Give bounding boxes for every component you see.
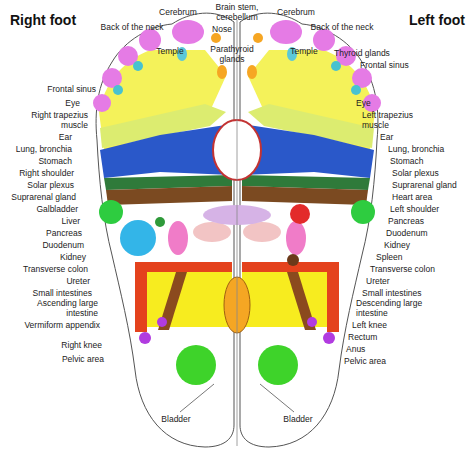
region-label: Lung, bronchia [388,144,468,154]
region-label: Bladder [273,414,323,424]
region-label: Pancreas [2,228,82,238]
region-label: Eye [356,98,416,108]
region-label: Duodenum [386,228,466,238]
region-label: Pelvic area [24,354,104,364]
region-label: Kidney [6,252,86,262]
region-label: Descending large intestine [356,298,426,318]
region-label: Temple [284,46,324,56]
region-label: Right trapezius muscle [26,110,88,130]
region-label: Duodenum [4,240,84,250]
region-label: Bladder [151,414,201,424]
region-label: Back of the neck [92,22,172,32]
region-label: Frontal sinus [360,60,450,70]
region-label: Ureter [366,276,446,286]
liver-zone [120,220,156,256]
region-label: Left trapezius muscle [362,110,426,130]
region-label: Cerebrum [271,7,321,17]
region-label: Spleen [376,252,456,262]
region-label: Back of the neck [302,22,382,32]
leader-line [260,384,294,412]
region-label: Solar plexus [392,168,472,178]
region-label: Suprarenal gland [0,192,76,202]
region-label: Right knee [22,340,102,350]
region-label: Parathyroid glands [205,44,259,64]
region-label: Temple [150,46,190,56]
region-label: Stomach [390,156,470,166]
region-label: Eye [20,98,80,108]
right-foot [93,13,234,447]
region-label: Small intestines [362,288,452,298]
region-label: Left knee [352,320,432,330]
region-label: Transverse colon [3,264,88,274]
region-label: Galbladder [0,204,78,214]
region-label: Nose [207,24,237,34]
region-label: Ureter [10,276,90,286]
region-label: Lung, bronchia [0,144,72,154]
region-label: Ascending large intestine [32,298,98,318]
region-label: Transverse colon [370,264,460,274]
region-label: Pelvic area [344,356,424,366]
region-label: Ear [12,132,72,142]
region-label: Rectum [348,332,428,342]
region-label: Anus [346,344,426,354]
region-label: Left shoulder [390,204,470,214]
appendix-zone [157,317,167,327]
region-label: Stomach [0,156,72,166]
region-label: Suprarenal gland [392,180,472,190]
spleen-zone [287,254,299,266]
region-label: Frontal sinus [6,84,96,94]
region-label: Pancreas [388,216,468,226]
rectum-zone [307,317,317,327]
heart-zone [290,204,310,224]
galbladder-zone [155,217,165,227]
foot-title: Right foot [10,12,110,28]
leader-line [180,384,214,412]
left-foot [240,13,381,447]
region-label: Solar plexus [0,180,74,190]
region-label: Brain stem, cerebellum [211,2,263,22]
region-label: Thyroid glands [327,48,397,58]
region-label: Heart area [392,192,472,202]
region-label: Cerebrum [153,7,203,17]
region-label: Liver [0,216,80,226]
region-label: Small intestines [7,288,92,298]
region-label: Kidney [384,240,464,250]
region-label: Vermiform appendix [10,320,100,330]
region-label: Right shoulder [0,168,74,178]
center-line [237,20,238,446]
foot-title: Left foot [365,12,465,28]
region-label: Ear [380,132,440,142]
